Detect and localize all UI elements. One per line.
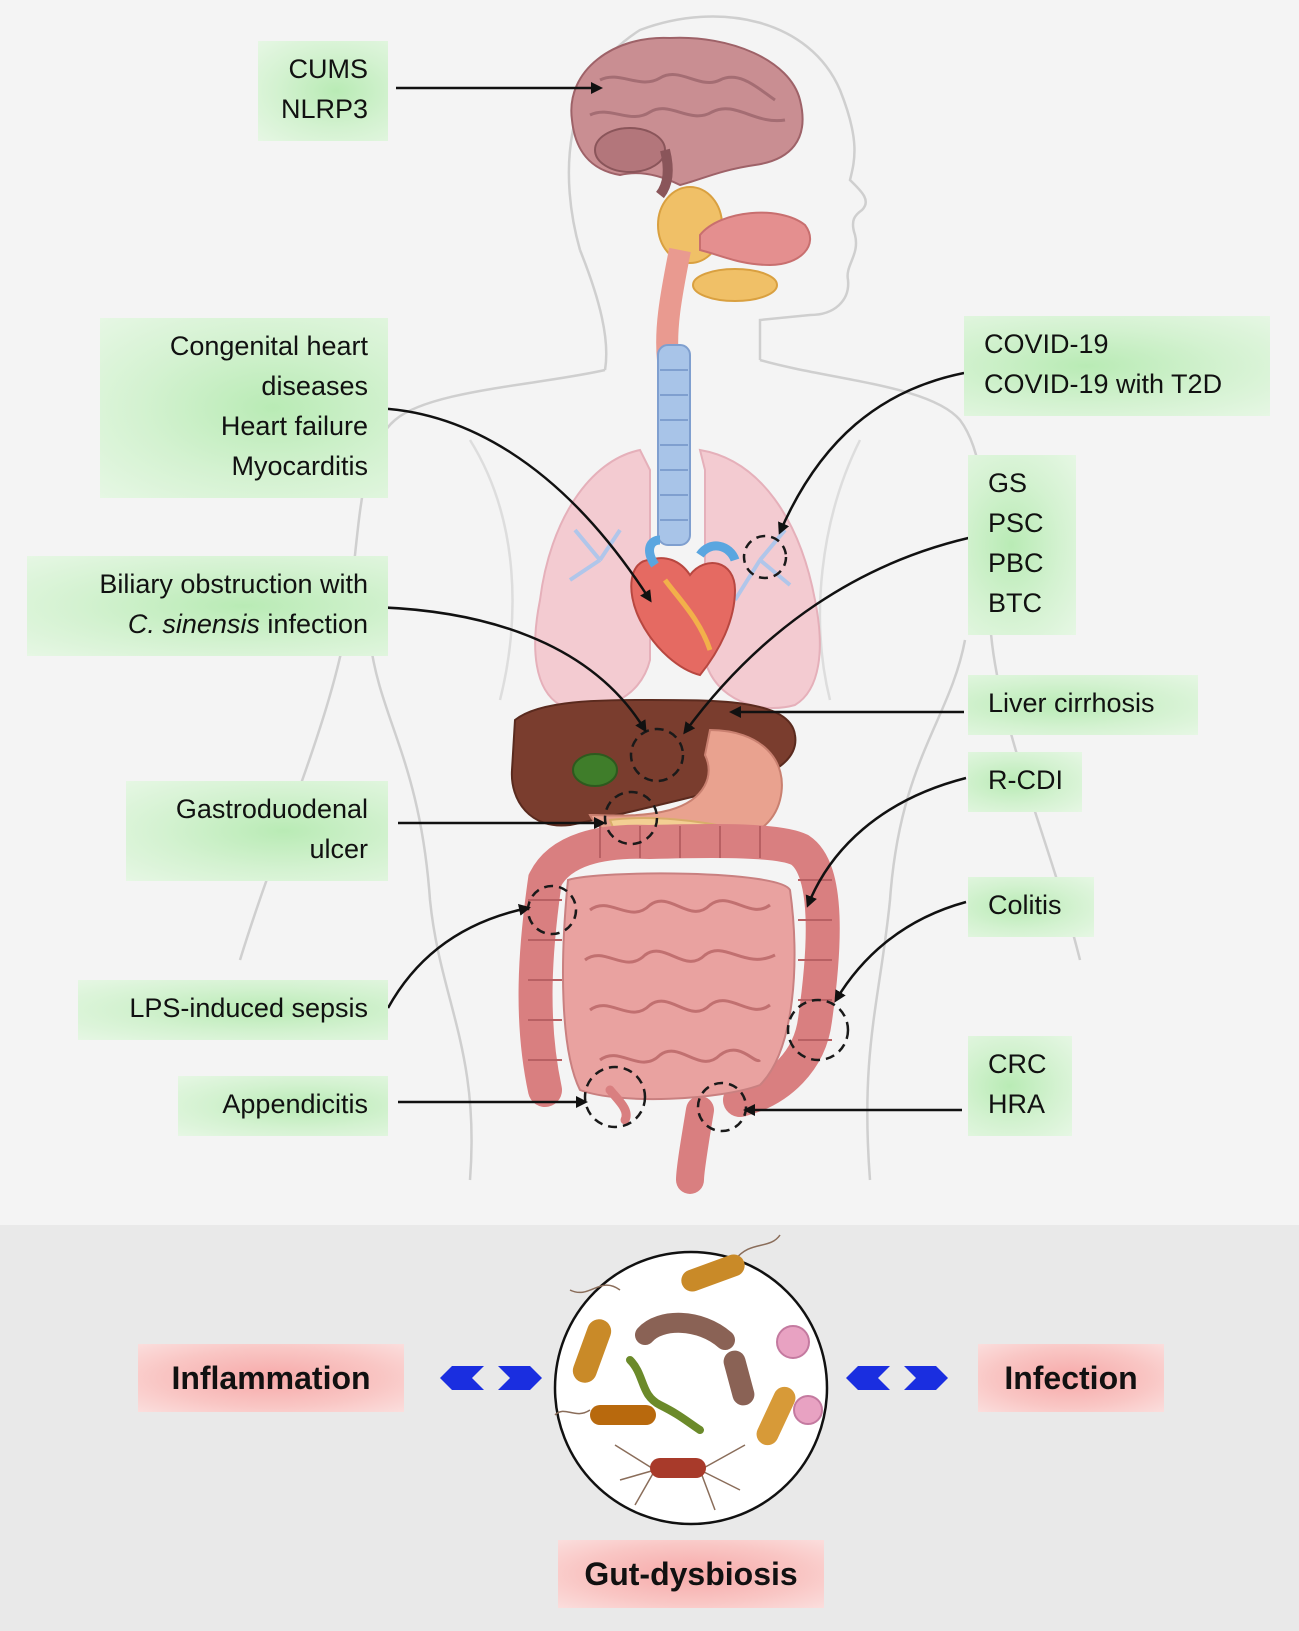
lung-target-circle — [742, 534, 788, 580]
gut-dysbiosis-label: Gut-dysbiosis — [558, 1540, 824, 1608]
callout-arrows — [371, 82, 983, 1116]
label-sepsis: LPS-induced sepsis — [78, 980, 388, 1040]
appendix-illustration — [605, 1085, 631, 1125]
label-biliary: Biliary obstruction with C. sinensis inf… — [27, 556, 388, 656]
label-crc: CRC HRA — [968, 1036, 1072, 1136]
label-rcdi-line-1: R-CDI — [988, 765, 1063, 795]
mouth-illustration — [656, 186, 811, 362]
left-double-chevron-icon — [440, 1366, 542, 1390]
arrow-covid — [778, 371, 965, 535]
label-gs-line-1: GS — [988, 468, 1028, 498]
label-colitis-line-1: Colitis — [988, 890, 1062, 920]
label-ulcer-line-2: ulcer — [309, 834, 368, 864]
label-biliary-line-2: C. sinensis infection — [41, 604, 368, 644]
heart-illustration — [630, 535, 740, 677]
label-heart-line-3: Heart failure — [220, 411, 368, 441]
label-cirrhosis-line-1: Liver cirrhosis — [988, 688, 1155, 718]
label-biliary-tail: infection — [259, 609, 368, 639]
label-heart: Congenital heart diseases Heart failure … — [100, 318, 388, 498]
label-cirrhosis: Liver cirrhosis — [968, 675, 1198, 735]
label-sepsis-line-1: LPS-induced sepsis — [129, 993, 368, 1023]
label-cums-line-2: NLRP3 — [280, 94, 368, 124]
label-cums: CUMS NLRP3 — [258, 41, 388, 141]
arrow-sepsis — [386, 903, 531, 1009]
label-appendicitis: Appendicitis — [178, 1076, 388, 1136]
right-double-chevron-icon — [846, 1366, 948, 1390]
trachea-illustration — [657, 344, 691, 546]
arrow-gs — [683, 533, 983, 735]
microbiome-illustration — [553, 1234, 829, 1526]
arrow-rcdi — [805, 776, 967, 908]
liver-target-circle — [629, 727, 685, 783]
label-ulcer: Gastroduodenal ulcer — [126, 781, 388, 881]
cecum-target-circle — [526, 884, 578, 936]
label-gs-line-3: PBC — [988, 548, 1044, 578]
label-gs-line-4: BTC — [988, 588, 1042, 618]
label-heart-line-2: diseases — [261, 371, 368, 401]
brain-illustration — [570, 36, 804, 199]
label-gs: GS PSC PBC BTC — [968, 455, 1076, 635]
label-colitis: Colitis — [968, 877, 1094, 937]
label-rcdi: R-CDI — [968, 752, 1082, 812]
label-crc-line-2: HRA — [988, 1089, 1046, 1119]
highlight-circles — [526, 534, 850, 1133]
label-appendicitis-line-1: Appendicitis — [222, 1089, 368, 1119]
sigmoid-target-circle — [786, 998, 850, 1062]
label-covid: COVID-19 COVID-19 with T2D — [964, 316, 1270, 416]
arrow-colitis — [834, 900, 967, 1003]
label-biliary-species: C. sinensis — [127, 609, 260, 639]
label-biliary-line-1: Biliary obstruction with — [99, 569, 368, 599]
small-intestine-illustration — [562, 872, 796, 1101]
infection-label: Infection — [978, 1344, 1164, 1412]
inflammation-label: Inflammation — [138, 1344, 404, 1412]
arrow-heart — [371, 406, 652, 603]
label-heart-line-4: Myocarditis — [231, 451, 368, 481]
label-gs-line-2: PSC — [988, 508, 1044, 538]
label-ulcer-line-1: Gastroduodenal — [175, 794, 368, 824]
label-heart-line-1: Congenital heart — [169, 331, 368, 361]
arrow-biliary — [371, 605, 647, 733]
label-crc-line-1: CRC — [988, 1049, 1047, 1079]
label-covid-line-2: COVID-19 with T2D — [984, 369, 1223, 399]
colon-illustration — [518, 823, 840, 1194]
label-covid-line-1: COVID-19 — [984, 329, 1109, 359]
label-cums-line-1: CUMS — [288, 54, 369, 84]
